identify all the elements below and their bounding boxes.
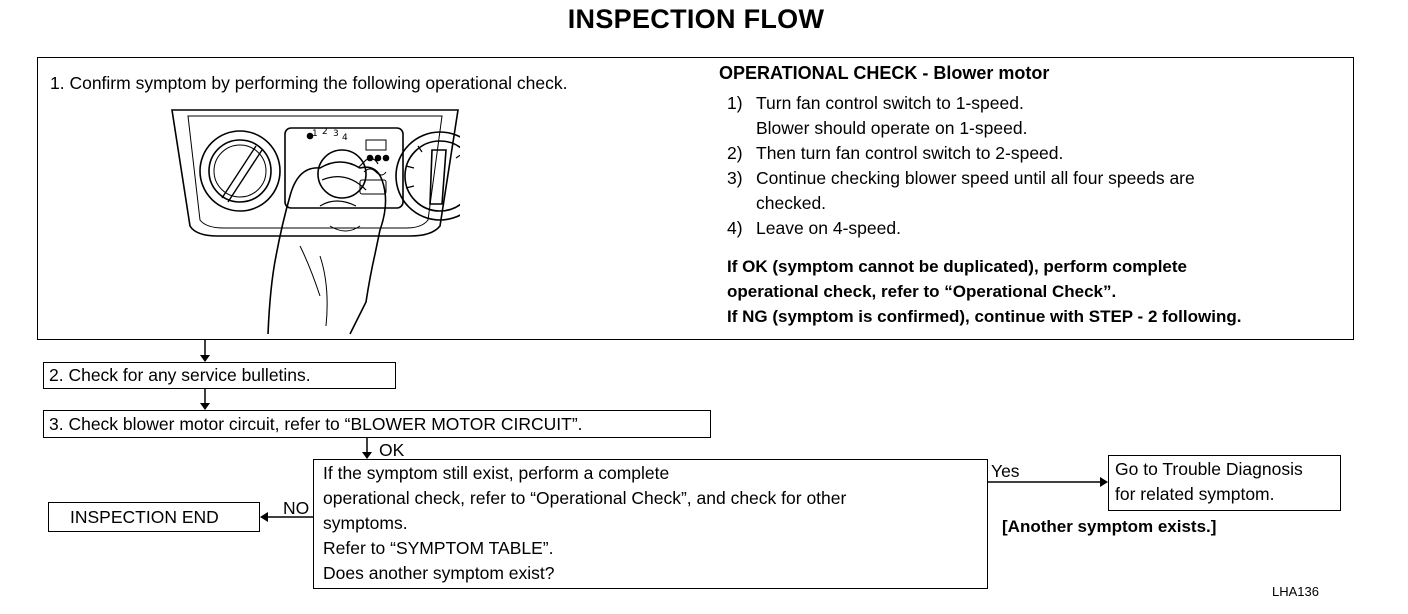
result-instructions: If OK (symptom cannot be duplicated), pe… [727, 254, 1241, 329]
figure-code: LHA136 [1272, 584, 1319, 599]
inspection-end-text: INSPECTION END [70, 507, 219, 527]
step-3-box: 3. Check blower motor circuit, refer to … [43, 410, 711, 438]
speed-label-2: 2 [322, 127, 328, 137]
op-step: 2) Then turn fan control switch to 2-spe… [727, 141, 1195, 166]
arrowhead-down [362, 452, 372, 459]
step-2-text: 2. Check for any service bulletins. [49, 365, 311, 385]
speed-label-3: 3 [333, 129, 339, 139]
op-step-line: Blower should operate on 1-speed. [756, 118, 1028, 138]
step-2-box: 2. Check for any service bulletins. [43, 362, 396, 389]
result-line: operational check, refer to “Operational… [727, 282, 1117, 301]
operational-check-title: OPERATIONAL CHECK - Blower motor [719, 63, 1050, 83]
decision-line: Does another symptom exist? [323, 563, 555, 583]
step-3-text: 3. Check blower motor circuit, refer to … [49, 414, 583, 434]
fan-control-panel [284, 127, 404, 209]
speed-label-1: 1 [312, 129, 318, 139]
op-step: 1) Turn fan control switch to 1-speed. B… [727, 91, 1195, 141]
arrowhead-right [1100, 477, 1108, 487]
trouble-diagnosis-text: Go to Trouble Diagnosis for related symp… [1115, 457, 1303, 507]
inspection-end-box: INSPECTION END [48, 502, 260, 532]
operational-steps-list: 1) Turn fan control switch to 1-speed. B… [727, 91, 1195, 241]
hand [267, 161, 387, 335]
no-label: NO [283, 498, 310, 518]
op-step-line: Turn fan control switch to 1-speed. [756, 93, 1024, 113]
decision-line: symptoms. [323, 513, 408, 533]
decision-text: If the symptom still exist, perform a co… [323, 461, 846, 586]
page-title: INSPECTION FLOW [567, 4, 825, 34]
result-line: If OK (symptom cannot be duplicated), pe… [727, 257, 1187, 276]
another-symptom-label: [Another symptom exists.] [1002, 517, 1217, 536]
arrowhead-down [200, 355, 210, 362]
decision-line: If the symptom still exist, perform a co… [323, 463, 670, 483]
op-step: 3) Continue checking blower speed until … [727, 166, 1195, 216]
left-knob [199, 130, 281, 212]
op-step-line: Then turn fan control switch to 2-speed. [756, 143, 1064, 163]
op-step-number: 4) [727, 218, 743, 238]
right-knob [395, 131, 460, 221]
op-step-number: 3) [727, 168, 743, 188]
arrowhead-left [260, 512, 268, 522]
result-line: If NG (symptom is confirmed), continue w… [727, 307, 1242, 326]
decision-line: operational check, refer to “Operational… [323, 488, 847, 508]
op-step-number: 1) [727, 93, 743, 113]
op-step-line: Continue checking blower speed until all… [756, 168, 1195, 188]
trouble-diagnosis-box: Go to Trouble Diagnosis for related symp… [1108, 455, 1341, 511]
trouble-line: Go to Trouble Diagnosis [1115, 459, 1303, 479]
op-step-line: checked. [756, 193, 827, 213]
step-1-text: 1. Confirm symptom by performing the fol… [50, 73, 568, 93]
ok-label: OK [379, 440, 405, 460]
trouble-line: for related symptom. [1115, 484, 1275, 504]
control-panel-illustration: 1 2 3 4 [171, 109, 460, 335]
step-1-box: 1. Confirm symptom by performing the fol… [37, 57, 1354, 340]
op-step: 4) Leave on 4-speed. [727, 216, 1195, 241]
decision-line: Refer to “SYMPTOM TABLE”. [323, 538, 554, 558]
fan-knob [317, 149, 367, 199]
arrowhead-down [200, 403, 210, 410]
op-step-number: 2) [727, 143, 743, 163]
yes-label: Yes [991, 461, 1020, 481]
op-step-line: Leave on 4-speed. [756, 218, 901, 238]
decision-box: If the symptom still exist, perform a co… [313, 459, 988, 589]
speed-label-4: 4 [342, 133, 348, 143]
